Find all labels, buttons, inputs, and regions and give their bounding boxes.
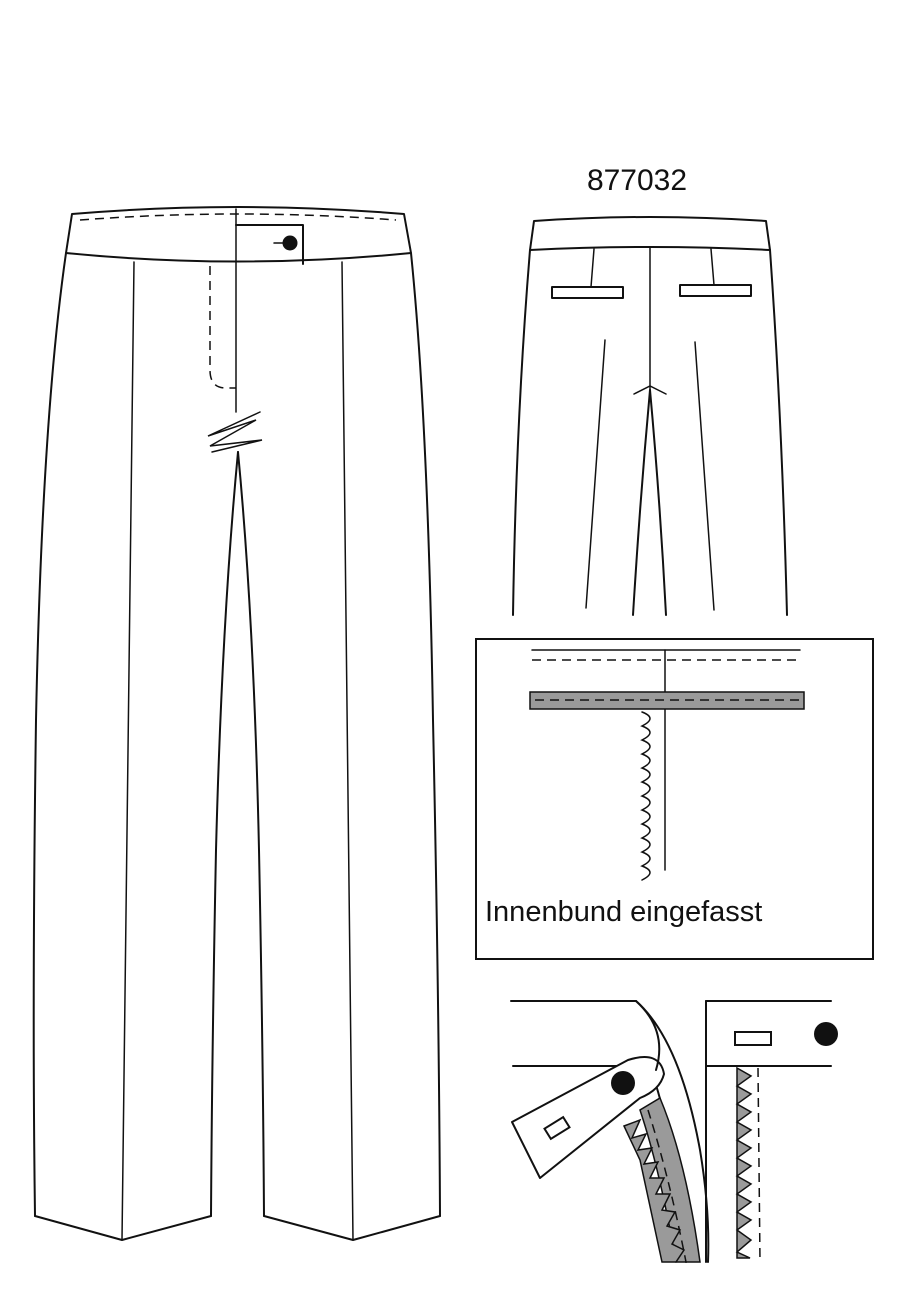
flat-pinked-edge [735, 1066, 753, 1259]
left-leg-outseam [32, 252, 67, 1217]
front-waistband-topstitch [79, 213, 397, 221]
back-view-trousers: 877032 [512, 164, 788, 616]
back-right-inseam [649, 389, 667, 616]
waistband-extension-detail-left [510, 1000, 710, 1263]
bound-inner-waistband [529, 691, 805, 710]
waistband-extension-detail-right [705, 1000, 838, 1263]
back-crotch [633, 385, 667, 395]
overlock-seam [640, 711, 651, 881]
flat-button [814, 1022, 838, 1046]
ext-binding-stitch [647, 1109, 687, 1263]
waistband-extension-tab [235, 224, 304, 265]
left-leg-inseam [210, 451, 239, 1217]
flat-stitch-line [757, 1067, 761, 1263]
front-view-trousers [32, 206, 441, 1241]
fly-bartack [207, 411, 263, 453]
back-waist-outline-right [769, 249, 788, 616]
back-dart-right [710, 248, 715, 286]
front-waistband [65, 206, 412, 263]
back-left-crease [585, 339, 606, 609]
ext-binding-strip [639, 1096, 701, 1263]
ext-curved-edge [635, 1000, 710, 1263]
back-waistband [529, 216, 771, 251]
waistband-button [282, 235, 298, 251]
right-leg-inseam [237, 451, 265, 1217]
back-welt-pocket-left [551, 286, 624, 299]
back-dart-left [590, 248, 595, 288]
back-waist-outline [512, 249, 531, 616]
model-number: 877032 [587, 164, 687, 197]
inner-waistband-detail: Innenbund eingefasst [475, 638, 874, 960]
ext-buttonhole [543, 1115, 571, 1141]
flat-buttonhole [734, 1031, 772, 1046]
right-leg-hem [263, 1215, 441, 1241]
ext-button [611, 1071, 635, 1095]
ext-pinked-edge [622, 1118, 686, 1263]
back-left-inseam [632, 389, 651, 616]
back-welt-pocket-right [679, 284, 752, 297]
left-leg-crease [121, 261, 135, 1241]
right-leg-outseam [410, 252, 441, 1217]
fly-topstitch [209, 266, 236, 389]
detail-caption: Innenbund eingefasst [485, 896, 762, 928]
ext-tab-outline [635, 1000, 661, 1071]
right-leg-crease [341, 261, 354, 1241]
back-right-crease [694, 341, 715, 611]
